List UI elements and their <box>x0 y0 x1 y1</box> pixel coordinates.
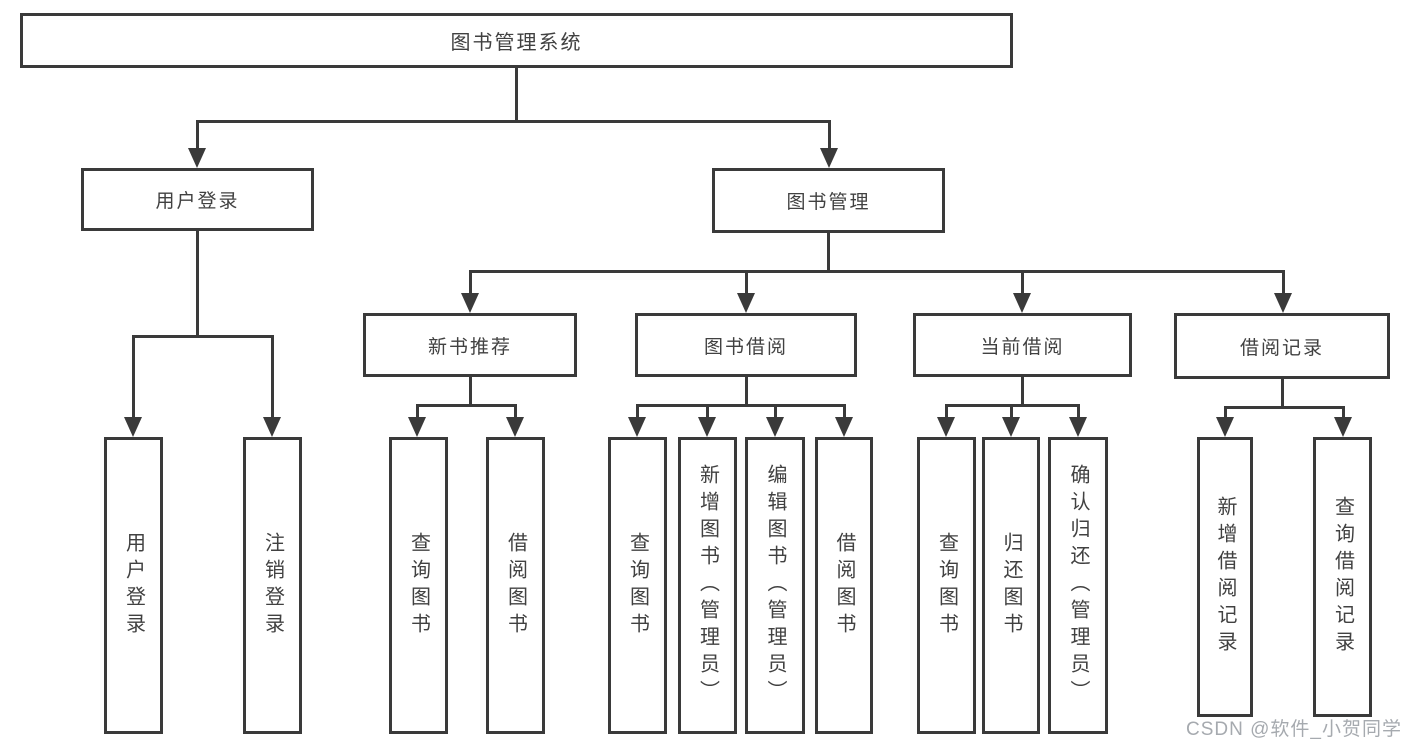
connector-arrow-down <box>737 293 755 313</box>
connector-vline <box>469 270 472 295</box>
connector-vline <box>132 335 135 419</box>
leaf-query-books-recommend-label: 查询图书 <box>407 531 430 640</box>
connector-vline <box>843 404 846 418</box>
connector-arrow-down <box>1002 417 1020 437</box>
leaf-logout-login-label: 注销登录 <box>261 531 284 640</box>
leaf-query-borrow-record-label: 查询借阅记录 <box>1331 496 1354 658</box>
connector-vline <box>196 231 199 337</box>
leaf-query-books-recommend: 查询图书 <box>389 437 448 734</box>
connector-hline <box>469 270 1285 273</box>
leaf-return-books: 归还图书 <box>982 437 1040 734</box>
leaf-user-login-label: 用户登录 <box>122 531 145 640</box>
leaf-return-books-label: 归还图书 <box>1000 531 1022 640</box>
leaf-edit-books-admin-label: 编辑图书（管理员） <box>764 464 786 707</box>
watermark: CSDN @软件_小贺同学 <box>1186 719 1402 740</box>
connector-arrow-down <box>628 417 646 437</box>
node-user-login: 用户登录 <box>81 168 314 231</box>
connector-vline <box>1282 270 1285 295</box>
leaf-query-books-borrowing-label: 查询图书 <box>626 531 649 640</box>
connector-vline <box>1010 404 1013 418</box>
node-new-book-recommendation: 新书推荐 <box>363 313 577 377</box>
connector-vline <box>745 270 748 295</box>
node-root: 图书管理系统 <box>20 13 1013 68</box>
connector-vline <box>706 404 709 418</box>
connector-vline <box>1342 406 1345 418</box>
connector-hline <box>1224 406 1345 409</box>
leaf-edit-books-admin: 编辑图书（管理员） <box>745 437 805 734</box>
node-book-management: 图书管理 <box>712 168 945 233</box>
connector-vline <box>416 404 419 418</box>
leaf-query-borrow-record: 查询借阅记录 <box>1313 437 1372 717</box>
node-current-borrowing-label: 当前借阅 <box>980 336 1065 358</box>
leaf-add-borrow-record: 新增借阅记录 <box>1197 437 1253 717</box>
leaf-logout-login: 注销登录 <box>243 437 302 734</box>
connector-arrow-down <box>835 417 853 437</box>
leaf-borrow-books-borrowing-label: 借阅图书 <box>833 531 855 640</box>
leaf-query-books-current: 查询图书 <box>917 437 976 734</box>
connector-arrow-down <box>1216 417 1234 437</box>
connector-arrow-down <box>820 148 838 168</box>
node-root-label: 图书管理系统 <box>450 32 583 54</box>
connector-arrow-down <box>766 417 784 437</box>
leaf-add-books-admin-label: 新增图书（管理员） <box>696 464 719 707</box>
node-new-book-recommendation-label: 新书推荐 <box>427 336 512 358</box>
leaf-borrow-books-recommend: 借阅图书 <box>486 437 545 734</box>
node-book-borrowing: 图书借阅 <box>635 313 857 377</box>
leaf-borrow-books-borrowing: 借阅图书 <box>815 437 873 734</box>
connector-vline <box>774 404 777 418</box>
connector-hline <box>196 120 830 123</box>
connector-vline <box>469 377 472 406</box>
connector-arrow-down <box>1334 417 1352 437</box>
connector-arrow-down <box>188 148 206 168</box>
leaf-query-books-borrowing: 查询图书 <box>608 437 667 734</box>
node-book-borrowing-label: 图书借阅 <box>703 336 788 358</box>
connector-vline <box>827 233 830 272</box>
connector-arrow-down <box>124 417 142 437</box>
node-user-login-label: 用户登录 <box>155 191 240 212</box>
connector-hline <box>132 335 274 338</box>
connector-arrow-down <box>506 417 524 437</box>
connector-arrow-down <box>937 417 955 437</box>
connector-vline <box>745 377 748 406</box>
connector-hline <box>636 404 845 407</box>
leaf-confirm-return-admin-label: 确认归还（管理员） <box>1067 464 1089 707</box>
connector-vline <box>196 120 199 150</box>
connector-vline <box>636 404 639 418</box>
node-current-borrowing: 当前借阅 <box>913 313 1132 377</box>
connector-vline <box>1281 379 1284 408</box>
connector-hline <box>416 404 517 407</box>
connector-arrow-down <box>408 417 426 437</box>
connector-vline <box>515 68 518 122</box>
node-borrowing-records: 借阅记录 <box>1174 313 1390 379</box>
connector-vline <box>945 404 948 418</box>
leaf-confirm-return-admin: 确认归还（管理员） <box>1048 437 1108 734</box>
connector-vline <box>1224 406 1227 418</box>
connector-vline <box>828 120 831 150</box>
leaf-query-books-current-label: 查询图书 <box>935 531 958 640</box>
connector-arrow-down <box>461 293 479 313</box>
connector-vline <box>1021 377 1024 406</box>
connector-arrow-down <box>1274 293 1292 313</box>
connector-vline <box>271 335 274 419</box>
leaf-borrow-books-recommend-label: 借阅图书 <box>504 531 527 640</box>
leaf-user-login: 用户登录 <box>104 437 163 734</box>
connector-vline <box>514 404 517 418</box>
node-book-management-label: 图书管理 <box>786 192 871 213</box>
connector-vline <box>1021 270 1024 295</box>
leaf-add-borrow-record-label: 新增借阅记录 <box>1214 496 1236 658</box>
connector-arrow-down <box>698 417 716 437</box>
connector-arrow-down <box>1013 293 1031 313</box>
connector-vline <box>1077 404 1080 418</box>
node-borrowing-records-label: 借阅记录 <box>1239 337 1324 359</box>
leaf-add-books-admin: 新增图书（管理员） <box>678 437 737 734</box>
connector-arrow-down <box>263 417 281 437</box>
connector-arrow-down <box>1069 417 1087 437</box>
